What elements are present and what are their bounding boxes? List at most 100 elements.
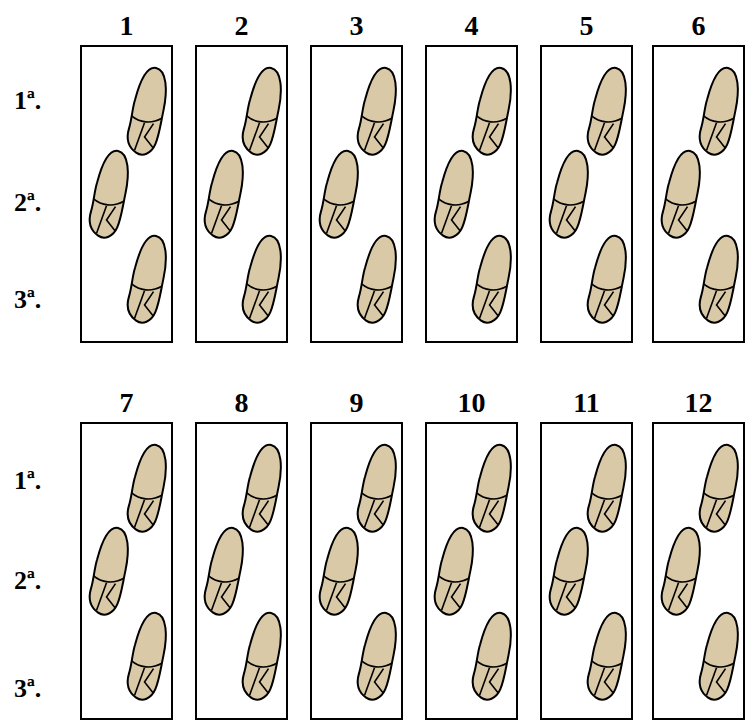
footprint-line xyxy=(246,489,277,502)
footprint-outline xyxy=(316,525,364,617)
footprint-line xyxy=(450,205,466,231)
footprint xyxy=(469,233,517,325)
footprint-line xyxy=(715,667,731,693)
footprint-outline xyxy=(124,442,172,534)
footprint xyxy=(696,442,744,534)
footprint-line xyxy=(258,499,274,525)
panel-box: 9 xyxy=(310,422,403,720)
footprint-outline xyxy=(316,148,364,240)
panel-number: 2 xyxy=(197,9,286,43)
footprint-line xyxy=(365,499,375,528)
footprint-line xyxy=(361,489,392,502)
footprint-line xyxy=(707,667,717,696)
footprint-outline xyxy=(696,65,744,157)
panel-number: 3 xyxy=(312,9,401,43)
footprint-line xyxy=(438,572,469,585)
panel-box: 2 xyxy=(195,45,288,343)
footprint-line xyxy=(131,657,162,670)
footprint-outline xyxy=(124,65,172,157)
footprint xyxy=(696,65,744,157)
footprint-line xyxy=(715,122,731,148)
footprint-line xyxy=(715,499,731,525)
footprint-line xyxy=(373,499,389,525)
footprint-line xyxy=(335,205,351,231)
footprint-outline xyxy=(354,65,402,157)
panel-number: 1 xyxy=(82,9,171,43)
row-label: 1ª. xyxy=(14,466,41,496)
footprint xyxy=(316,525,364,617)
panel-number: 5 xyxy=(542,9,631,43)
footprint xyxy=(354,233,402,325)
footprint-outline xyxy=(546,525,594,617)
footprint-line xyxy=(135,499,145,528)
footprint-line xyxy=(258,122,274,148)
panel-box: 10 xyxy=(425,422,518,720)
footprint-line xyxy=(97,582,107,611)
row-label: 3ª. xyxy=(14,285,41,315)
footprint-line xyxy=(143,667,159,693)
footprint xyxy=(696,233,744,325)
footprint-line xyxy=(135,122,145,151)
footprint-line xyxy=(365,122,375,151)
panel-box: 1 xyxy=(80,45,173,343)
footprint xyxy=(124,442,172,534)
footprint-line xyxy=(373,122,389,148)
footprint-line xyxy=(143,290,159,316)
footprint xyxy=(469,610,517,702)
footprint-line xyxy=(250,499,260,528)
footprint xyxy=(431,525,479,617)
panel-box: 4 xyxy=(425,45,518,343)
footprint-line xyxy=(553,572,584,585)
footprint-line xyxy=(707,290,717,319)
footprint xyxy=(354,610,402,702)
footprint-outline xyxy=(658,525,706,617)
panel-number: 11 xyxy=(542,386,631,420)
footprint xyxy=(201,148,249,240)
footprint-line xyxy=(595,499,605,528)
footprint-line xyxy=(438,195,469,208)
footprint-outline xyxy=(201,148,249,240)
panel-box: 3 xyxy=(310,45,403,343)
footprint-line xyxy=(703,657,734,670)
footprint xyxy=(584,610,632,702)
footprint-line xyxy=(669,582,679,611)
footprint xyxy=(584,442,632,534)
footprint xyxy=(658,525,706,617)
footprint-outline xyxy=(469,65,517,157)
footprint-line xyxy=(208,572,239,585)
footprint-outline xyxy=(354,233,402,325)
footprint xyxy=(696,610,744,702)
footprint-line xyxy=(131,280,162,293)
footprint-line xyxy=(595,122,605,151)
footprint-line xyxy=(250,667,260,696)
footprint-outline xyxy=(431,525,479,617)
footprint-line xyxy=(715,290,731,316)
footprint-outline xyxy=(584,442,632,534)
footprint xyxy=(239,65,287,157)
footprint-line xyxy=(373,290,389,316)
footprint-outline xyxy=(354,610,402,702)
footprint-line xyxy=(480,667,490,696)
footprint-line xyxy=(557,205,567,234)
panel-number: 9 xyxy=(312,386,401,420)
footprint-outline xyxy=(696,610,744,702)
footprint-line xyxy=(665,195,696,208)
footprint-line xyxy=(591,489,622,502)
footprint-line xyxy=(603,499,619,525)
footprint-line xyxy=(135,667,145,696)
footprint xyxy=(469,65,517,157)
footprint xyxy=(546,525,594,617)
footprint-outline xyxy=(86,525,134,617)
row-label: 1ª. xyxy=(14,86,41,116)
footprint-outline xyxy=(469,233,517,325)
footprint-line xyxy=(323,195,354,208)
footprint-line xyxy=(361,112,392,125)
panel-box: 5 xyxy=(540,45,633,343)
footprint-line xyxy=(703,489,734,502)
footprint-outline xyxy=(584,65,632,157)
footprint-line xyxy=(220,205,236,231)
footprint-line xyxy=(707,499,717,528)
footprint-line xyxy=(143,122,159,148)
footprint xyxy=(316,148,364,240)
